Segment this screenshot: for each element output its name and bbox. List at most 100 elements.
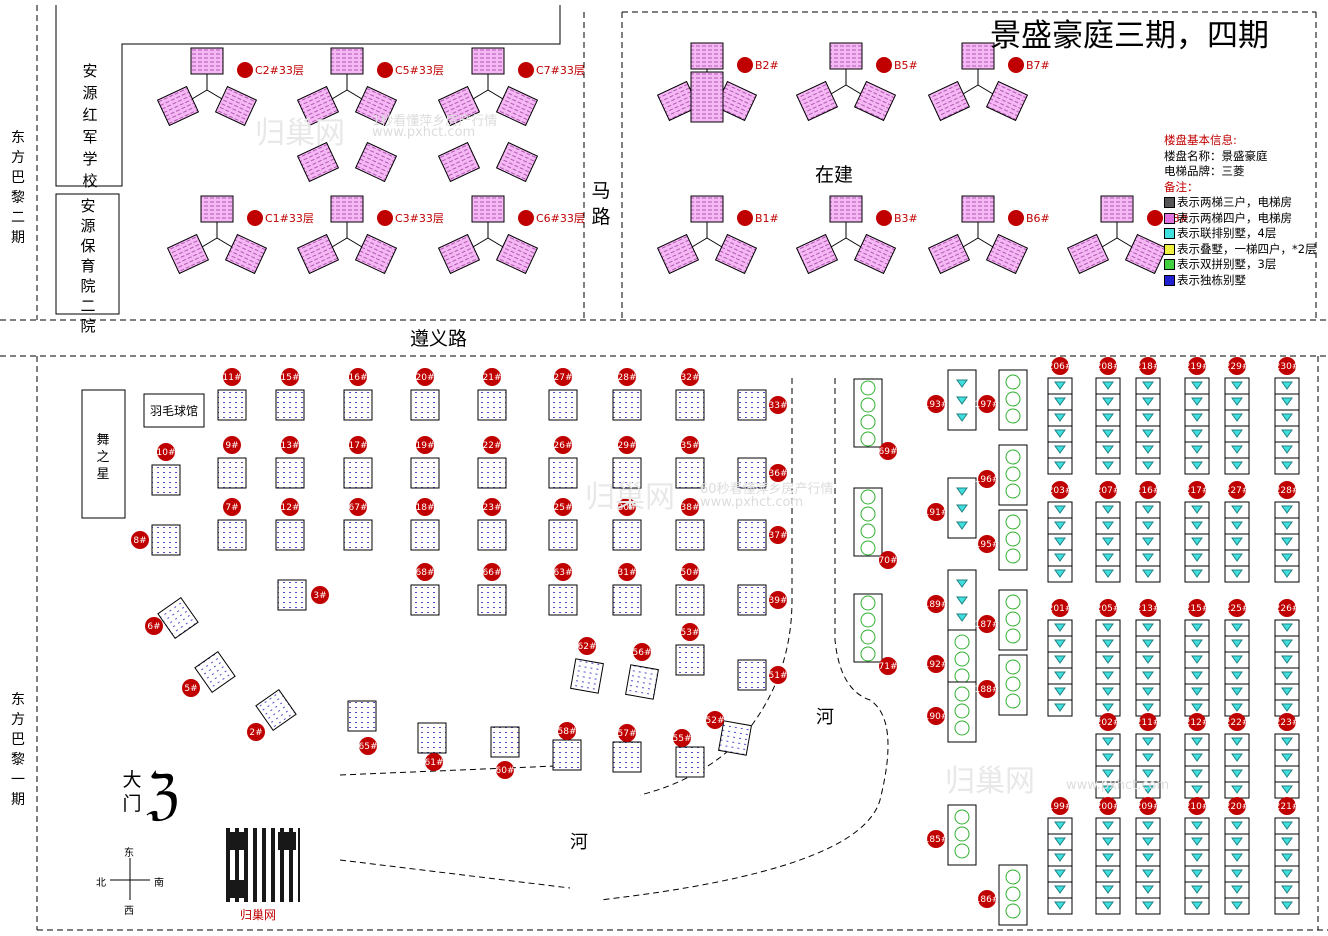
svg-text:C5#33层: C5#33层: [395, 64, 444, 77]
building-badge: 38#: [681, 498, 700, 516]
row-villa: 191#: [924, 477, 977, 539]
svg-text:188#: 188#: [975, 685, 1000, 695]
svg-text:31#: 31#: [618, 568, 637, 578]
watermark-5: 60秒看懂萍乡房产行情: [700, 482, 834, 497]
svg-text:203#: 203#: [1048, 486, 1073, 496]
townhouse-block: 211#: [1135, 713, 1161, 799]
svg-text:205#: 205#: [1096, 604, 1121, 614]
villa-building: 68#: [410, 563, 440, 616]
tower-building: [690, 71, 724, 123]
villa-building: 27#: [548, 368, 578, 421]
building-badge: 206#: [1048, 357, 1072, 375]
info-elevator: 电梯品牌：三菱: [1164, 164, 1245, 178]
row-villa: 186#: [975, 864, 1028, 926]
townhouse-block: 218#: [1135, 357, 1161, 475]
townhouse-block: 208#: [1095, 357, 1121, 475]
building-badge: 197#: [975, 395, 999, 413]
svg-text:23#: 23#: [483, 503, 502, 513]
building-badge: 71#: [879, 657, 898, 675]
townhouse-block: 212#: [1184, 713, 1210, 799]
svg-text:60#: 60#: [496, 766, 515, 776]
svg-text:12#: 12#: [281, 503, 300, 513]
tower-building: C5#33层: [296, 47, 444, 127]
svg-text:26#: 26#: [554, 441, 573, 451]
legend-swatch: [1164, 259, 1175, 271]
svg-text:6#: 6#: [147, 622, 160, 632]
svg-text:228#: 228#: [1275, 486, 1300, 496]
legend-item: 表示两梯三户，电梯房: [1164, 195, 1317, 211]
tower-building: B6#: [927, 195, 1050, 275]
svg-text:57#: 57#: [618, 729, 637, 739]
villa-building: 21#: [477, 368, 507, 421]
svg-text:212#: 212#: [1185, 718, 1210, 728]
tower-building: B3#: [795, 195, 918, 275]
villa-building: 7#: [217, 498, 247, 551]
building-badge: 25#: [554, 498, 573, 516]
villa-building: 61#: [417, 722, 447, 771]
building-badge: 55#: [673, 729, 692, 747]
building-badge: 12#: [281, 498, 300, 516]
row-villa: 189#: [924, 569, 977, 631]
building-badge: 5#: [182, 679, 200, 697]
label-dongfang-bali-2: 东方巴黎二期: [11, 130, 25, 246]
svg-text:55#: 55#: [673, 734, 692, 744]
legend-swatch: [1164, 197, 1175, 209]
svg-text:38#: 38#: [681, 503, 700, 513]
building-badge: 205#: [1096, 599, 1121, 617]
legend-label: 表示叠墅，一梯四户，*2层: [1177, 241, 1317, 256]
svg-text:213#: 213#: [1136, 604, 1161, 614]
townhouse-block: 230#: [1274, 357, 1300, 475]
building-badge: 56#: [633, 643, 652, 661]
svg-text:17#: 17#: [349, 441, 368, 451]
building-badge: 226#: [1275, 599, 1299, 617]
building-badge: 18#: [416, 498, 435, 516]
building-badge: 52#: [706, 711, 725, 729]
townhouse-block: 215#: [1184, 599, 1210, 717]
building-badge: 53#: [681, 623, 700, 641]
svg-text:186#: 186#: [975, 895, 1000, 905]
villa-building: 11#: [217, 368, 247, 421]
townhouse-block: 229#: [1224, 357, 1250, 475]
label-gate: 大门: [122, 769, 142, 815]
svg-text:229#: 229#: [1225, 362, 1250, 372]
townhouse-block: 209#: [1135, 797, 1161, 915]
watermark-2: 1秒看懂萍乡房产行情: [372, 114, 498, 129]
svg-text:50#: 50#: [681, 568, 700, 578]
legend-item: 表示两梯四户，电梯房: [1164, 211, 1317, 227]
svg-text:209#: 209#: [1136, 802, 1161, 812]
svg-text:29#: 29#: [618, 441, 637, 451]
svg-text:225#: 225#: [1225, 604, 1250, 614]
townhouse-block: 213#: [1135, 599, 1161, 717]
building-badge: 225#: [1225, 599, 1250, 617]
compass-north: 北: [96, 878, 106, 889]
villa-building: 9#: [217, 436, 247, 489]
svg-text:217#: 217#: [1185, 486, 1210, 496]
svg-text:B2#: B2#: [755, 59, 779, 72]
building-badge: 22#: [483, 436, 502, 454]
building-badge: 230#: [1275, 357, 1299, 375]
legend-swatch: [1164, 274, 1175, 286]
building-badge: 191#: [924, 503, 948, 521]
villa-building: 6#: [145, 596, 199, 640]
semi-detached-villa: 70#: [853, 487, 898, 569]
villa-building: 10#: [151, 443, 181, 496]
building-badge: 216#: [1136, 481, 1160, 499]
label-wuzhixing: 舞之星: [96, 433, 110, 482]
svg-text:207#: 207#: [1096, 486, 1121, 496]
villa-building: 8#: [131, 524, 181, 556]
legend-label: 表示两梯三户，电梯房: [1177, 195, 1292, 209]
building-badge: 32#: [681, 368, 700, 386]
villa-building: 32#: [675, 368, 705, 421]
building-badge: 10#: [157, 443, 176, 461]
building-badge: 196#: [975, 470, 999, 488]
svg-text:200#: 200#: [1096, 802, 1121, 812]
svg-text:66#: 66#: [483, 568, 502, 578]
building-badge: 33#: [769, 396, 788, 414]
building-badge: 185#: [924, 830, 948, 848]
villa-building: 39#: [737, 584, 788, 616]
villa-building: 2#: [247, 688, 297, 741]
svg-text:52#: 52#: [706, 716, 725, 726]
legend-list: 表示两梯三户，电梯房表示两梯四户，电梯房表示联排别墅，4层表示叠墅，一梯四户，*…: [1164, 195, 1317, 288]
townhouse-block: 200#: [1095, 797, 1121, 915]
